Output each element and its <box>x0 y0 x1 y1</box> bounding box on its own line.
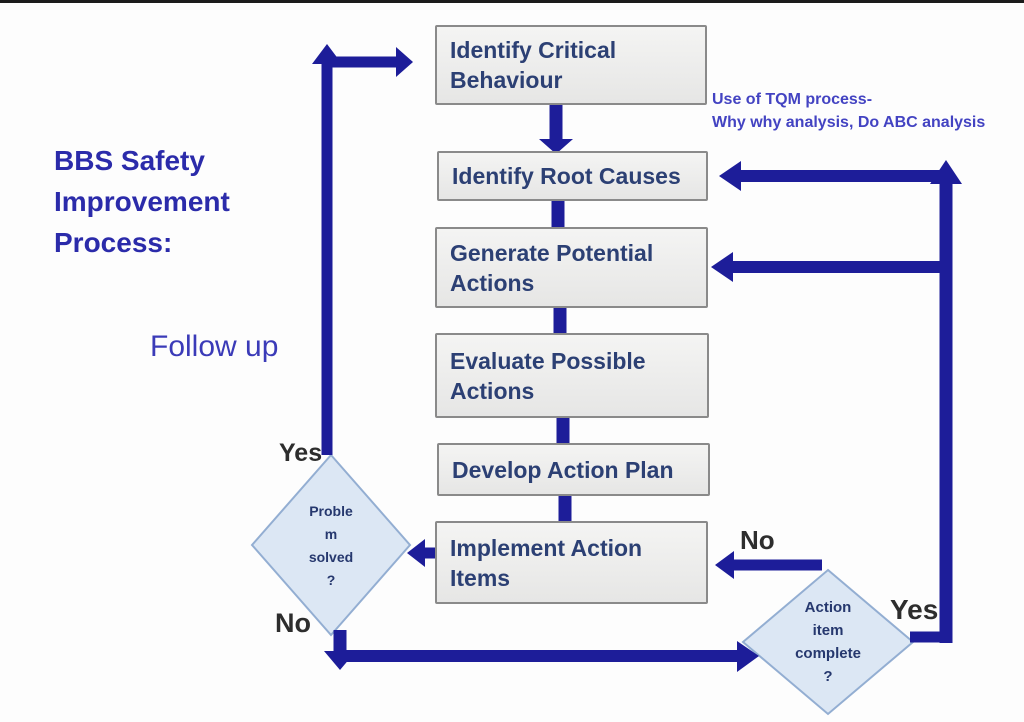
edge-label-no-left: No <box>275 608 311 638</box>
tqm-annotation: Use of TQM process- Why why analysis, Do… <box>712 88 1022 134</box>
annotation-line-2: Why why analysis, Do ABC analysis <box>712 114 986 131</box>
edge-label-yes-left: Yes <box>279 439 323 467</box>
title-line-1: BBS Safety <box>54 145 205 176</box>
decision-text-line: m <box>324 526 338 542</box>
step-label: Identify Critical Behaviour <box>450 37 617 93</box>
step-label: Identify Root Causes <box>452 163 681 189</box>
arrowhead-right-actionitem <box>737 641 759 672</box>
step-identify-root-causes: Identify Root Causes <box>437 151 708 201</box>
step-evaluate-possible-actions: Evaluate Possible Actions <box>435 333 709 418</box>
decision-text-line: ? <box>326 572 336 588</box>
step-generate-potential-actions: Generate Potential Actions <box>435 227 708 308</box>
decision-text-line: solved <box>308 549 354 565</box>
step-implement-action-items: Implement Action Items <box>435 521 708 604</box>
top-edge-bar <box>0 0 1024 3</box>
decision-action-item-complete-shape <box>741 568 915 716</box>
step-develop-action-plan: Develop Action Plan <box>437 443 710 496</box>
arrowhead-right-into-critical <box>396 47 413 77</box>
decision-text-line: complete <box>795 645 861 662</box>
decision-text-line: item <box>812 622 844 639</box>
arrowhead-down-rootcauses <box>539 139 573 154</box>
step-label: Implement Action Items <box>450 534 643 591</box>
decision-action-item-complete-text: Action item complete ? <box>763 596 893 688</box>
arrowhead-left-implement <box>715 551 734 579</box>
arrowhead-up-followup <box>312 44 342 64</box>
arrowhead-left-rootcauses <box>719 161 741 191</box>
follow-up-label: Follow up <box>150 330 279 363</box>
decision-text-line: Action <box>804 599 852 616</box>
title-line-2: Improvement <box>54 186 230 217</box>
step-label: Generate Potential Actions <box>450 239 654 296</box>
arrowhead-left-problemsolved <box>407 539 425 567</box>
edge-label-yes-right: Yes <box>890 594 939 625</box>
step-label: Develop Action Plan <box>452 456 674 483</box>
decision-problem-solved-shape <box>250 453 412 637</box>
title-line-3: Process: <box>54 227 173 258</box>
step-label: Evaluate Possible Actions <box>450 347 646 404</box>
decision-text-line: Proble <box>309 503 353 519</box>
step-identify-critical-behaviour: Identify Critical Behaviour <box>435 25 707 105</box>
arrowhead-left-generate <box>711 252 733 282</box>
page-title: BBS Safety Improvement Process: <box>54 140 230 263</box>
arrows-group <box>312 44 962 672</box>
arrow-followup-loop <box>321 56 396 455</box>
edge-label-no-right: No <box>740 525 775 555</box>
decision-problem-solved-text: Proble m solved ? <box>266 500 396 592</box>
annotation-line-1: Use of TQM process- <box>712 91 873 108</box>
decision-text-line: ? <box>823 668 833 685</box>
